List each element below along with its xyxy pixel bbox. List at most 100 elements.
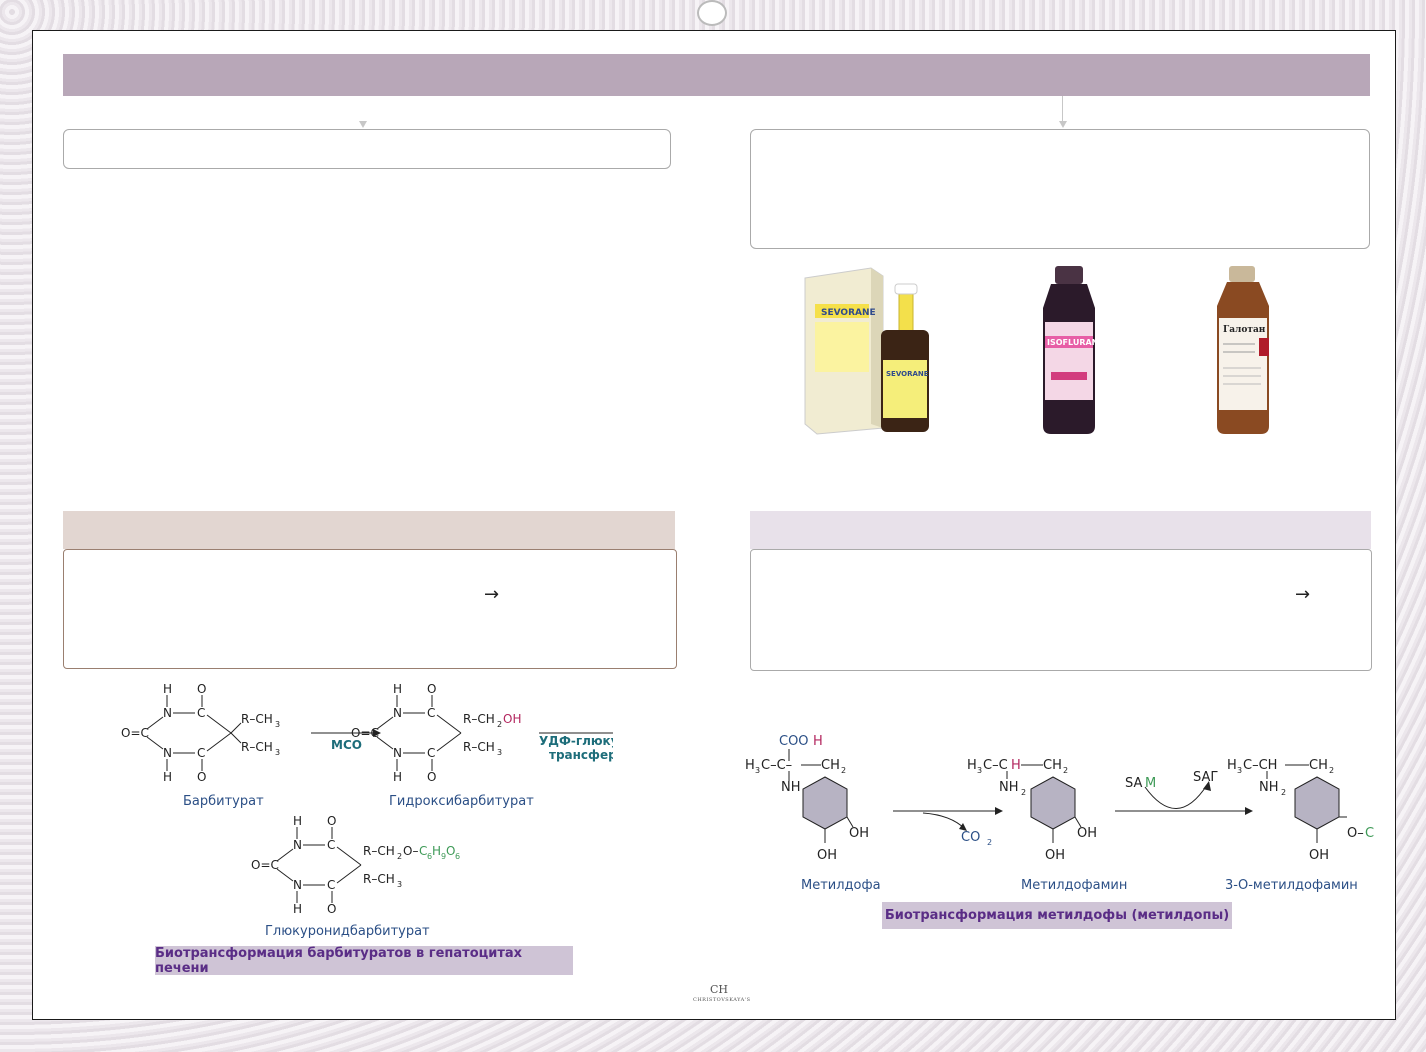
svg-text:OH: OH: [1077, 826, 1097, 841]
sam-label: SA: [1125, 776, 1142, 791]
svg-text:H: H: [745, 758, 755, 773]
svg-text:2: 2: [497, 720, 502, 729]
enzyme-udp-label-line2: трансфераза: [549, 748, 613, 762]
sevorane-box-label: SEVORANE: [821, 308, 876, 318]
svg-text:C: C: [197, 706, 205, 720]
svg-text:C: C: [327, 878, 335, 892]
svg-text:2: 2: [1329, 766, 1334, 775]
logo-mark: CH: [709, 983, 728, 996]
svg-text:3: 3: [275, 748, 280, 757]
enzyme-mso-label: МСО: [331, 738, 362, 752]
svg-text:CH: CH: [1365, 826, 1375, 841]
barbiturate-scheme: H N O C O=C N H C O: [113, 679, 666, 939]
svg-text:H: H: [293, 902, 302, 916]
svg-text:O=C: O=C: [121, 726, 149, 740]
svg-text:H: H: [293, 814, 302, 828]
svg-text:3: 3: [275, 720, 280, 729]
svg-text:C: C: [419, 844, 427, 858]
left-top-box: [63, 129, 671, 169]
methyldopamine-label: Метилдофамин: [1021, 878, 1127, 893]
svg-text:C–C: C–C: [983, 758, 1008, 773]
isoflurane-bottle-image: ISOFLURANE: [1029, 264, 1109, 436]
barbiturate-label: Барбитурат: [183, 794, 264, 809]
o-methyldopamine-label: 3-О-метилдофамин: [1225, 878, 1358, 893]
svg-text:3: 3: [1237, 766, 1242, 775]
sag-label: SAГ: [1193, 770, 1218, 785]
connector-arrow-right: [1059, 121, 1067, 128]
svg-text:H: H: [967, 758, 977, 773]
svg-text:6: 6: [427, 852, 432, 861]
svg-text:3: 3: [497, 748, 502, 757]
svg-text:O: O: [427, 682, 436, 696]
svg-text:O–: O–: [1347, 826, 1364, 841]
svg-text:NH: NH: [999, 780, 1019, 795]
svg-text:CH: CH: [1309, 758, 1328, 773]
right-section-box: →: [750, 549, 1372, 671]
publisher-logo: CH CHRISTOVSKAYA'S: [693, 983, 751, 1003]
svg-text:H: H: [432, 844, 441, 858]
logo-text: CHRISTOVSKAYA'S: [693, 997, 751, 1003]
svg-text:OH: OH: [849, 826, 869, 841]
sevorane-bottle-image: SEVORANE SEVORANE: [801, 264, 933, 436]
svg-text:H: H: [163, 770, 172, 784]
svg-text:NH: NH: [781, 780, 801, 795]
svg-text:OH: OH: [817, 848, 837, 863]
svg-text:H: H: [163, 682, 172, 696]
methyldopa-label: Метилдофа: [801, 878, 881, 893]
co2-label: CO: [961, 830, 980, 845]
svg-text:H: H: [1011, 758, 1021, 773]
svg-text:6: 6: [455, 852, 460, 861]
svg-text:C: C: [327, 838, 335, 852]
svg-text:N: N: [293, 878, 302, 892]
svg-text:2: 2: [1021, 788, 1026, 797]
right-section-strip: [750, 511, 1371, 549]
svg-text:2: 2: [987, 838, 992, 847]
isoflurane-label: ISOFLURANE: [1047, 338, 1104, 347]
svg-text:R–CH: R–CH: [363, 844, 395, 858]
svg-text:3: 3: [397, 880, 402, 889]
svg-text:H: H: [1227, 758, 1237, 773]
svg-text:N: N: [163, 746, 172, 760]
svg-text:O=C: O=C: [351, 726, 379, 740]
svg-text:O: O: [197, 682, 206, 696]
svg-text:2: 2: [1063, 766, 1068, 775]
connector-line-right: [1062, 96, 1063, 121]
svg-text:O: O: [327, 814, 336, 828]
methyldopa-scheme: COO H H3 C–C– CH2 NH2 OH OH Метилдофа CO: [745, 731, 1390, 901]
barbiturate-structure: H N O C O=C N H C O: [121, 682, 280, 784]
svg-text:OH: OH: [1045, 848, 1065, 863]
svg-text:R–CH: R–CH: [241, 740, 273, 754]
svg-text:H: H: [813, 734, 823, 749]
svg-text:CH: CH: [1043, 758, 1062, 773]
right-top-box: [750, 129, 1370, 249]
svg-text:OH: OH: [1309, 848, 1329, 863]
svg-text:R–CH: R–CH: [463, 712, 495, 726]
left-section-box: →: [63, 549, 677, 669]
svg-text:C: C: [427, 706, 435, 720]
svg-text:9: 9: [441, 852, 446, 861]
svg-text:2: 2: [841, 766, 846, 775]
halothane-label: Галотан: [1223, 325, 1266, 335]
svg-text:N: N: [393, 706, 402, 720]
sam-methyl-label: M: [1145, 776, 1156, 791]
svg-text:2: 2: [1281, 788, 1286, 797]
svg-text:R–CH: R–CH: [241, 712, 273, 726]
svg-text:O: O: [446, 844, 455, 858]
svg-text:OH: OH: [503, 712, 521, 726]
svg-text:H: H: [393, 770, 402, 784]
enzyme-udp-label-line1: УДФ-глюкуронил-: [539, 734, 613, 748]
svg-text:3: 3: [977, 766, 982, 775]
right-arrow-icon: →: [1295, 584, 1311, 605]
methyldopa-structure: COO H H3 C–C– CH2 NH2 OH OH: [745, 734, 869, 863]
connector-arrow-left: [359, 121, 367, 128]
methyldopa-caption: Биотрансформация метилдофы (метилдопы): [882, 902, 1232, 929]
svg-text:C–C–: C–C–: [761, 758, 792, 773]
top-ornament: [697, 0, 727, 26]
hydroxybarbiturate-label: Гидроксибарбитурат: [389, 794, 534, 809]
svg-text:R–CH: R–CH: [363, 872, 395, 886]
svg-text:O: O: [327, 902, 336, 916]
svg-text:N: N: [393, 746, 402, 760]
